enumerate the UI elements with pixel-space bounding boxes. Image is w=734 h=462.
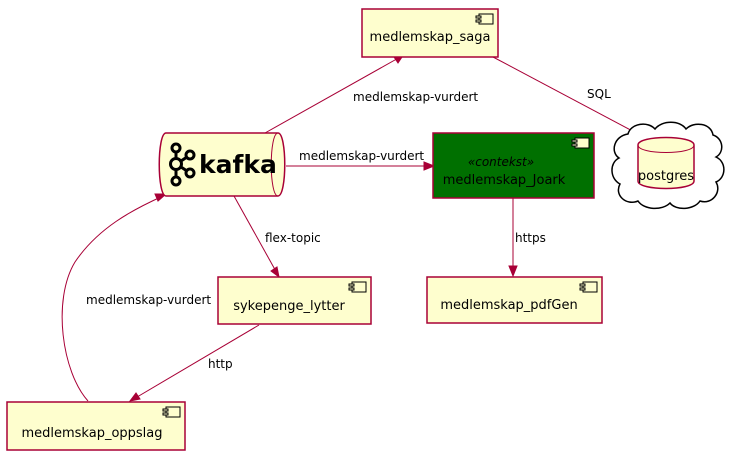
kafka-logo-icon: [169, 142, 196, 187]
component-medlemskap-saga[interactable]: medlemskap_saga: [361, 8, 499, 58]
cloud-postgres[interactable]: postgres: [611, 121, 725, 210]
component-stereotype-joark: «contekst»: [468, 155, 534, 169]
edge-kafka-to-sykepenge: [233, 195, 280, 279]
uml-component-icon: [348, 281, 367, 293]
uml-component-icon: [571, 137, 590, 149]
edge-label-saga-to-postgres: SQL: [587, 87, 611, 101]
uml-component-icon: [162, 406, 181, 418]
component-label-oppslag: medlemskap_oppslag: [21, 426, 162, 441]
edge-joark-to-pdfgen: [508, 198, 518, 278]
component-label-pdfgen: medlemskap_pdfGen: [440, 298, 577, 313]
uml-component-icon: [475, 13, 494, 25]
edge-label-kafka-to-joark: medlemskap-vurdert: [299, 149, 424, 163]
uml-component-icon: [579, 281, 598, 293]
edge-label-kafka-to-saga: medlemskap-vurdert: [353, 90, 478, 104]
component-sykepenge-lytter[interactable]: sykepenge_lytter: [217, 276, 372, 325]
edge-sykepenge-to-oppslag: [128, 324, 260, 402]
component-label-sykepenge: sykepenge_lytter: [233, 299, 345, 314]
component-medlemskap-joark[interactable]: «contekst» medlemskap_Joark: [432, 132, 595, 199]
edge-label-kafka-to-sykepenge: flex-topic: [265, 231, 321, 245]
edge-label-oppslag-to-kafka: medlemskap-vurdert: [86, 293, 211, 307]
component-label-joark: medlemskap_Joark: [443, 173, 566, 188]
component-label-saga: medlemskap_saga: [370, 30, 491, 45]
edge-label-joark-to-pdfgen: https: [515, 231, 546, 245]
component-medlemskap-oppslag[interactable]: medlemskap_oppslag: [6, 401, 186, 451]
component-medlemskap-pdfgen[interactable]: medlemskap_pdfGen: [426, 276, 603, 324]
database-label-postgres: postgres: [638, 169, 694, 184]
edge-saga-to-postgres: [492, 56, 644, 137]
edge-oppslag-to-kafka: [61, 193, 168, 402]
database-icon: [637, 136, 695, 190]
edge-kafka-to-joark: [286, 161, 436, 171]
queue-kafka[interactable]: kafka: [158, 132, 286, 197]
edge-label-sykepenge-to-oppslag: http: [208, 357, 233, 371]
queue-label-kafka: kafka: [199, 150, 277, 179]
